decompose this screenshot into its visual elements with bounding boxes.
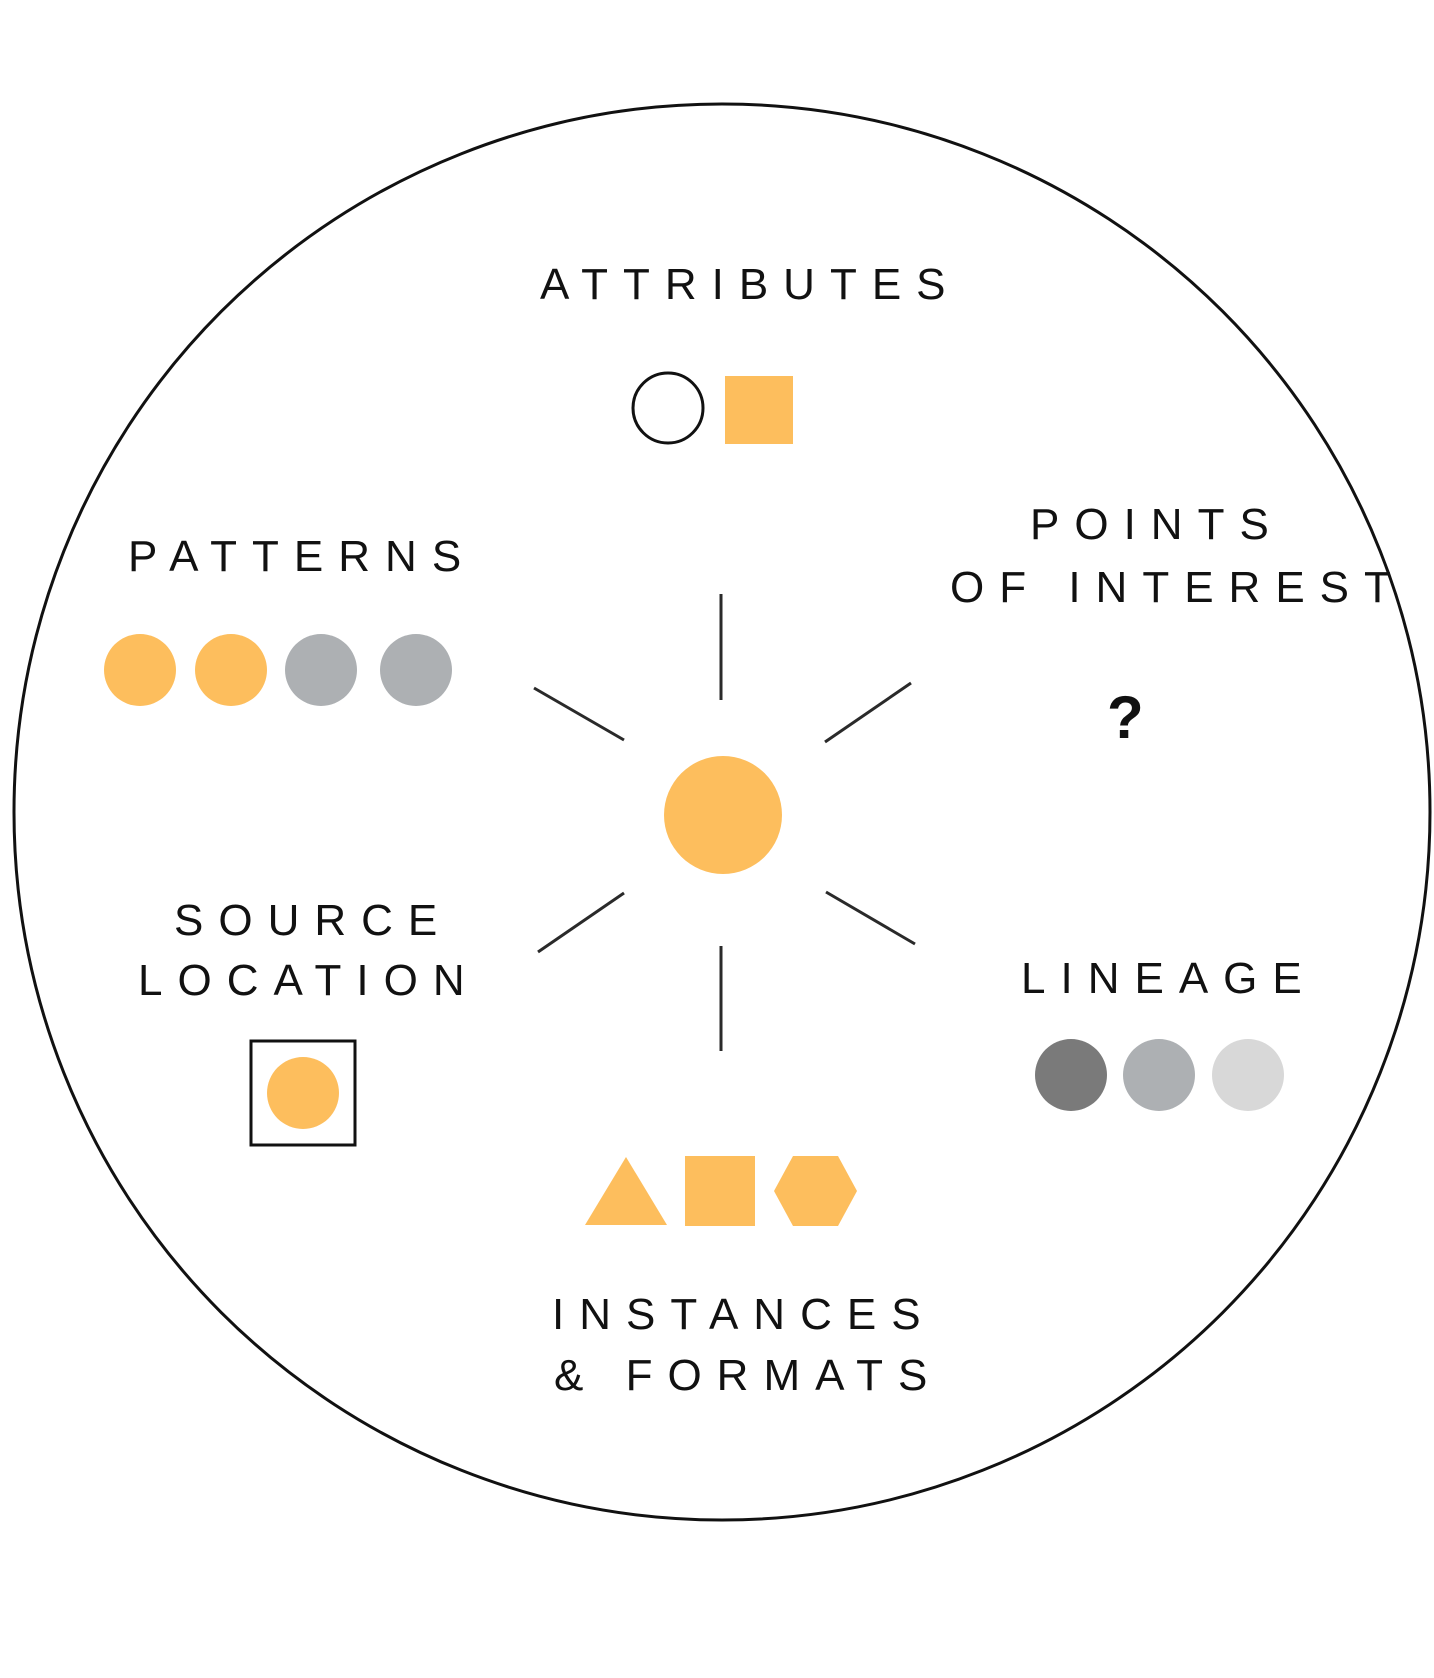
pattern-circle-4 — [380, 634, 452, 706]
spoke-lower-right — [825, 890, 916, 946]
circle-outline-icon — [631, 371, 705, 445]
lineage-circle-2 — [1123, 1039, 1195, 1111]
label-points-of-interest-line2: OF INTEREST — [950, 563, 1406, 612]
pattern-circle-2 — [195, 634, 267, 706]
boxed-frame-icon — [249, 1039, 357, 1147]
question-mark-icon: ? — [1107, 684, 1144, 751]
label-patterns: PATTERNS — [128, 532, 477, 581]
label-attributes: ATTRIBUTES — [540, 260, 961, 309]
hexagon-icon — [774, 1156, 857, 1226]
label-points-of-interest-line1: POINTS — [1030, 500, 1284, 549]
spokes — [533, 594, 916, 1051]
label-source-location-line2: LOCATION — [138, 956, 480, 1005]
square-icon — [725, 376, 793, 444]
outer-circle — [12, 102, 1432, 1522]
label-lineage: LINEAGE — [1021, 954, 1317, 1003]
lineage-circle-3 — [1212, 1039, 1284, 1111]
lineage-circle-1 — [1035, 1039, 1107, 1111]
square-format-icon — [685, 1156, 755, 1226]
boxed-circle-icon — [267, 1057, 339, 1129]
triangle-icon — [585, 1157, 667, 1225]
spoke-lower-left — [537, 891, 625, 954]
center-hub — [664, 756, 782, 874]
label-source-location-line1: SOURCE — [174, 896, 453, 945]
pattern-circle-3 — [285, 634, 357, 706]
spoke-upper-left — [533, 686, 625, 742]
pattern-circle-1 — [104, 634, 176, 706]
spoke-upper-right — [824, 681, 912, 744]
label-instances-formats-line1: INSTANCES — [552, 1290, 936, 1339]
label-instances-formats-line2: & FORMATS — [554, 1351, 943, 1400]
